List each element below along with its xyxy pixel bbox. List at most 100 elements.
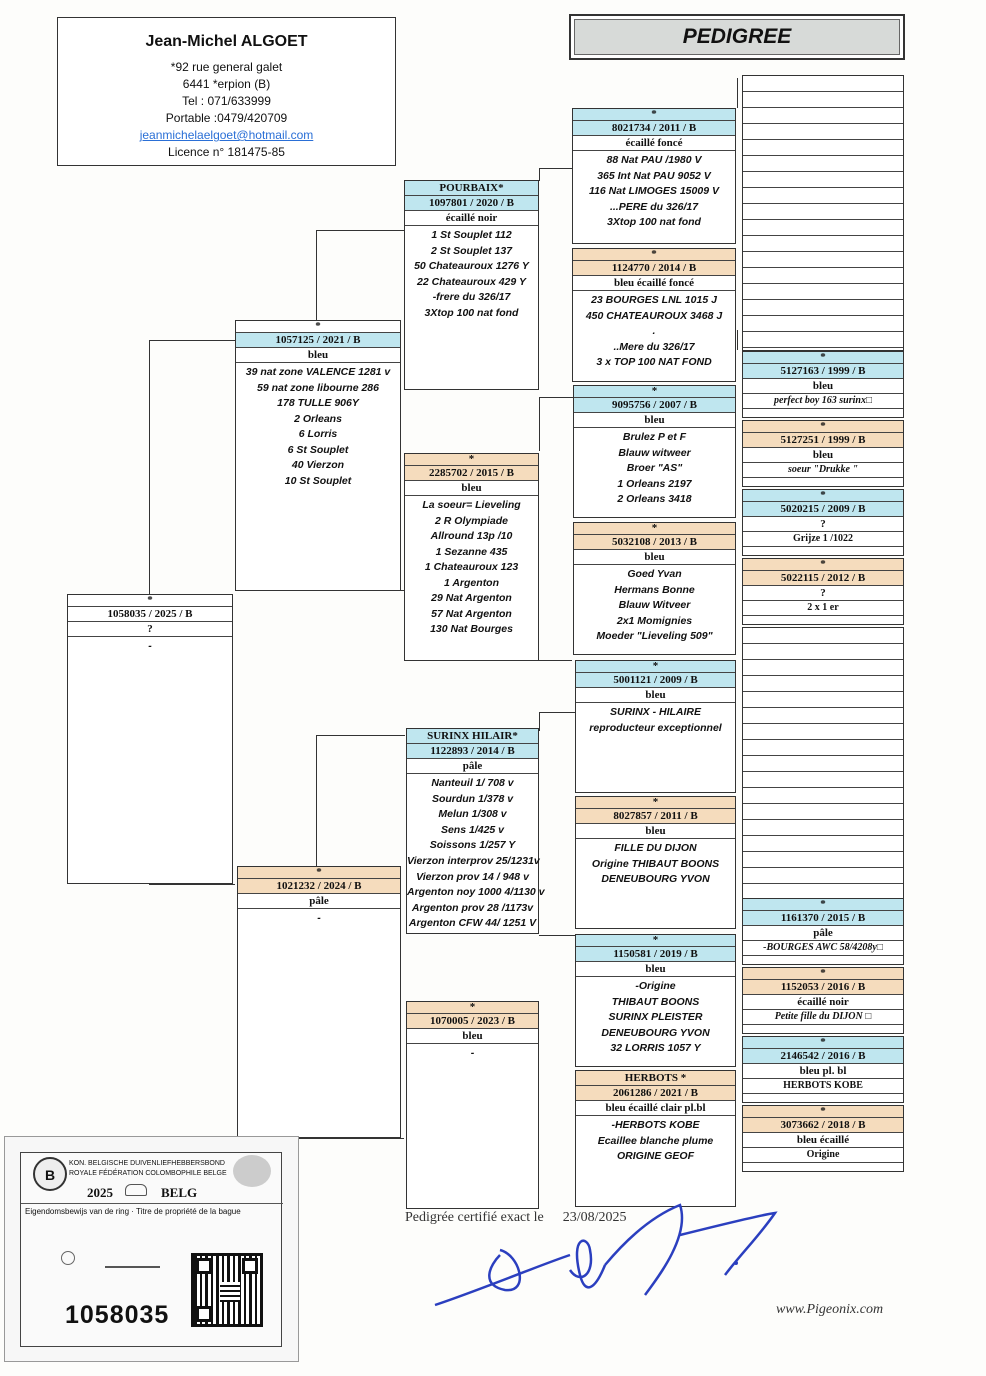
caption-nl: Eigendomsbewijs van de ring (25, 1207, 130, 1216)
note-line: . (652, 325, 656, 337)
empty-ancestor-row (743, 300, 903, 316)
note-line: 2 Orleans 3418 (617, 493, 692, 505)
bird-color: pâle (238, 894, 400, 909)
ring-number: 8021734 / 2011 / B (573, 121, 735, 136)
dam-box: * 1021232 / 2024 / B pâle - (237, 866, 401, 1138)
ring-year: 2025 (87, 1185, 113, 1200)
star-marker: * (743, 1037, 903, 1049)
note-line: Vierzon prov 14 / 948 v (416, 870, 529, 883)
note-line: 88 Nat PAU /1980 V (606, 154, 702, 166)
empty-ancestor-row (743, 284, 903, 300)
star-marker: * (576, 797, 735, 809)
note-line: Blauw witweer (618, 446, 691, 459)
note-line: Hermans Bonne (614, 583, 695, 596)
star-marker: * (573, 249, 735, 261)
bird-notes: 23 BOURGES LNL 1015 J 450 CHATEAUROUX 34… (573, 291, 735, 371)
bird-color: pâle (743, 926, 903, 941)
empty-ancestor-row (743, 756, 903, 772)
note-line: THIBAUT BOONS (611, 995, 700, 1008)
note-line: Nanteuil 1/ 708 v (431, 777, 514, 789)
ring-number: 5127251 / 1999 / B (743, 433, 903, 448)
bird-notes: SURINX - HILAIRE reproducteur exceptionn… (576, 703, 735, 736)
note-line: 2 Orleans (294, 412, 342, 425)
note-line: -frere du 326/17 (432, 291, 511, 303)
bird-color: écaillé noir (405, 211, 538, 226)
connector-line (539, 935, 575, 936)
note-line: 450 CHATEAUROUX 3468 J (585, 309, 723, 322)
note-line: FILLE DU DIJON (614, 842, 697, 854)
note-line: 365 Int Nat PAU 9052 V (597, 169, 711, 182)
note-line: Ecaillee blanche plume (597, 1134, 714, 1147)
note-line: 1 St Souplet 112 (431, 229, 512, 241)
note-line: 32 LORRIS 1057 Y (610, 1042, 701, 1054)
ring-number: 1122893 / 2014 / B (407, 744, 538, 759)
bird-note: Grijze 1 /1022 (743, 532, 903, 547)
empty-ancestor-row (743, 124, 903, 140)
owner-tel: Tel : 071/633999 (182, 94, 271, 108)
empty-ancestor-row (743, 820, 903, 836)
dam-dam-box: * 1070005 / 2023 / B bleu - (406, 1001, 539, 1209)
note-line: 3Xtop 100 nat fond (607, 216, 701, 228)
ring-number: 2061286 / 2021 / B (576, 1086, 735, 1101)
bird-notes: - (238, 909, 400, 927)
empty-ancestor-row (743, 628, 903, 644)
empty-ancestor-row (743, 92, 903, 108)
ring-number: 5032108 / 2013 / B (574, 535, 735, 550)
gg-ancestor-box: * 1152053 / 2016 / B écaillé noir Petite… (742, 967, 904, 1034)
ring-number: 9095756 / 2007 / B (574, 398, 735, 413)
empty-ancestor-row (743, 868, 903, 884)
note-line: Broer "AS" (626, 462, 683, 474)
empty-ancestor-row (743, 140, 903, 156)
star-marker: * (576, 661, 735, 673)
bird-notes: -Origine THIBAUT BOONS SURINX PLEISTER D… (576, 977, 735, 1057)
connector-line (149, 884, 235, 885)
star-marker: * (743, 968, 903, 980)
note-line: -HERBOTS KOBE (611, 1119, 700, 1131)
note-line: SURINX - HILAIRE (609, 706, 701, 718)
ring-number: 1057125 / 2021 / B (236, 333, 400, 348)
bird-color: écaillé noir (743, 995, 903, 1010)
owner-city: 6441 *erpion (B) (182, 77, 271, 91)
empty-ancestor-row (743, 172, 903, 188)
note-line: 2 R Olympiade (435, 514, 508, 527)
bird-color: bleu écaillé foncé (573, 276, 735, 291)
bird-note: 2 x 1 er (743, 601, 903, 616)
note-line: 1 Sezanne 435 (435, 545, 508, 558)
star-marker: * (743, 352, 903, 364)
ring-number: 1161370 / 2015 / B (743, 911, 903, 926)
bird-color: ? (743, 586, 903, 601)
bird-color: écaillé foncé (573, 136, 735, 151)
note-line: Moeder "Lieveling 509" (596, 630, 713, 642)
qr-code-icon (191, 1253, 263, 1327)
website-link[interactable]: www.Pigeonix.com (776, 1302, 884, 1317)
star-marker: * (743, 490, 903, 502)
sire-dam-box: * 2285702 / 2015 / B bleu La soeur= Liev… (404, 453, 539, 661)
connector-line (539, 660, 572, 661)
connector-line (737, 78, 743, 108)
bird-color: bleu (236, 348, 400, 363)
owner-email-link[interactable]: jeanmichelaelgoet@hotmail.com (139, 128, 314, 142)
empty-ancestor-row (743, 252, 903, 268)
note-line: 40 Vierzon (291, 459, 345, 471)
empty-ancestor-row (743, 852, 903, 868)
note-line: - (317, 912, 321, 924)
empty-ancestor-row (743, 660, 903, 676)
gg-ancestor-box: * 5022115 / 2012 / B ? 2 x 1 er (742, 558, 904, 625)
crown-icon (125, 1184, 147, 1196)
note-line: 50 Chateauroux 1276 Y (414, 260, 529, 272)
ring-number: 1152053 / 2016 / B (743, 980, 903, 995)
bird-notes: - (407, 1044, 538, 1062)
empty-ancestor-column (742, 627, 904, 899)
empty-ancestor-row (743, 188, 903, 204)
star-marker: * (574, 386, 735, 398)
ss-sire-box: * 8021734 / 2011 / B écaillé foncé 88 Na… (572, 108, 736, 244)
note-line: 130 Nat Bourges (430, 623, 513, 635)
note-line: Brulez P et F (622, 431, 687, 443)
note-line: Melun 1/308 v (438, 808, 507, 821)
bird-note: soeur "Drukke " (743, 463, 903, 478)
ring-number: 1070005 / 2023 / B (407, 1014, 538, 1029)
owner-licence: Licence n° 181475-85 (168, 145, 285, 159)
connector-line (539, 168, 573, 181)
ring-number: 2146542 / 2016 / B (743, 1049, 903, 1064)
bird-color: ? (68, 621, 232, 637)
